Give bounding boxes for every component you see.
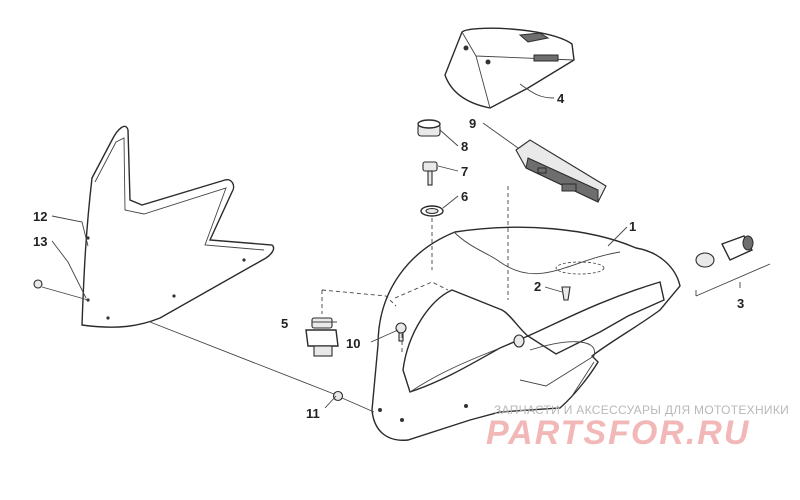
- switch-part: [305, 317, 339, 357]
- ring-part: [420, 205, 444, 217]
- console-cover-part: [444, 27, 575, 109]
- plug-assembly-part: [695, 235, 754, 268]
- callout-1: 1: [629, 219, 636, 234]
- callout-8: 8: [461, 139, 468, 154]
- key-part: [422, 161, 438, 186]
- watermark-logo: PARTSFOR.RU: [486, 414, 751, 452]
- fastener-2-part: [561, 286, 571, 301]
- callout-6: 6: [461, 189, 468, 204]
- callout-5: 5: [281, 316, 288, 331]
- callout-2: 2: [534, 279, 541, 294]
- leader-lines: [41, 83, 771, 413]
- callout-13: 13: [33, 234, 47, 249]
- callout-11: 11: [306, 406, 320, 421]
- callout-4: 4: [557, 91, 565, 106]
- windshield-part: [81, 125, 275, 328]
- callout-3: 3: [737, 296, 744, 311]
- callout-7: 7: [461, 164, 468, 179]
- nut-11-part: [332, 390, 344, 402]
- hood-part: [371, 226, 681, 441]
- module-part: [515, 139, 607, 203]
- callout-12: 12: [33, 209, 47, 224]
- callout-9: 9: [469, 116, 476, 131]
- screw-13-part: [33, 279, 43, 289]
- callout-10: 10: [346, 336, 360, 351]
- callout-labels: 1 2 3 4 5 6 7 8 9 10 11 12 13: [33, 91, 744, 421]
- bolt-10-part: [395, 322, 407, 342]
- watermark-tagline: ЗАПЧАСТИ И АКСЕССУАРЫ ДЛЯ МОТОТЕХНИКИ: [494, 403, 790, 417]
- cap-part: [417, 119, 441, 137]
